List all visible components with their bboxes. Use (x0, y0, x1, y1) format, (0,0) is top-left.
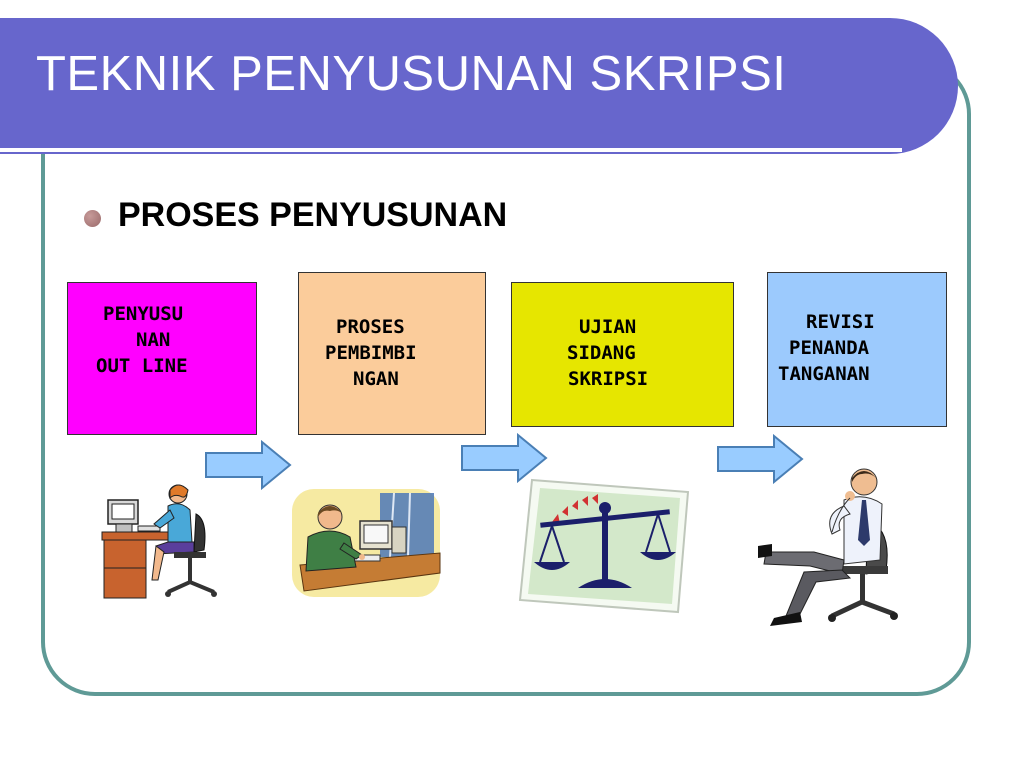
step-box-outline (67, 282, 257, 435)
step-2-line-1: PROSES (336, 316, 405, 338)
step-2-line-3: NGAN (353, 368, 399, 390)
slide-subtitle: PROSES PENYUSUNAN (118, 196, 508, 234)
step-box-revision (767, 272, 947, 427)
woman-at-computer-icon (101, 484, 217, 599)
step-3-line-1: UJIAN (579, 316, 637, 338)
step-1-line-2: NAN (136, 329, 171, 351)
step-box-guidance (298, 272, 486, 435)
arrow-right-icon (205, 440, 292, 490)
thinking-businessman-icon (758, 468, 898, 626)
step-box-exam (511, 282, 734, 427)
arrow-right-icon (461, 433, 548, 483)
step-3-line-3: SKRIPSI (568, 368, 649, 390)
step-4-line-2: PENANDA (789, 337, 870, 359)
step-4-line-1: REVISI (806, 311, 875, 333)
arrow-right-icon (717, 434, 804, 484)
scales-of-justice-icon (518, 478, 690, 614)
step-1-line-1: PENYUSU (103, 303, 184, 325)
title-bar (0, 18, 958, 154)
title-underline (0, 148, 902, 152)
bullet-icon (84, 210, 101, 227)
step-3-line-2: SIDANG (567, 342, 636, 364)
man-at-desk-icon (292, 489, 441, 597)
step-1-line-3: OUT LINE (96, 355, 188, 377)
slide-title: TEKNIK PENYUSUNAN SKRIPSI (36, 47, 787, 101)
step-2-line-2: PEMBIMBI (325, 342, 417, 364)
step-4-line-3: TANGANAN (778, 363, 870, 385)
